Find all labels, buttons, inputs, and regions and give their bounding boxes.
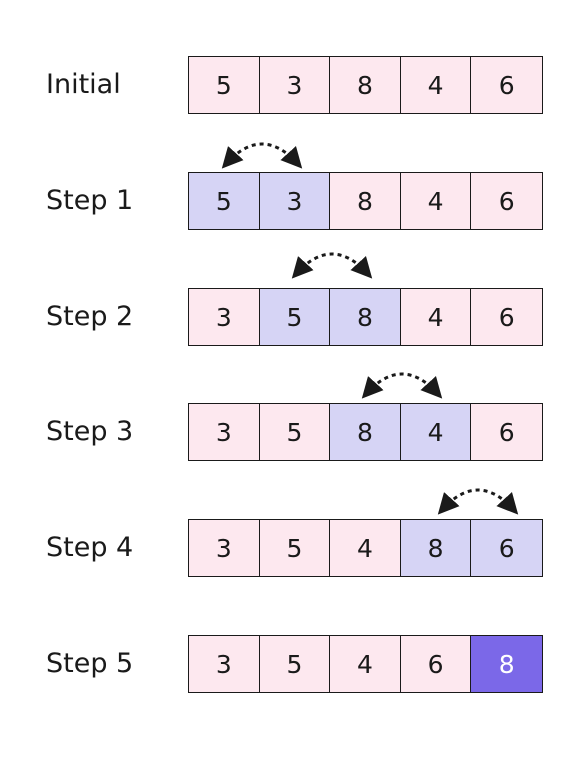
row-step-1: Step 1 5 3 8 4 6 (0, 172, 586, 230)
array-cell: 4 (400, 173, 472, 229)
array: 3 5 4 6 8 (188, 635, 543, 693)
array-cell: 3 (189, 636, 260, 692)
swap-arrow-step-3 (361, 372, 443, 399)
array-cell: 6 (471, 289, 542, 345)
array-cell: 8 (330, 289, 401, 345)
array-cell: 5 (259, 520, 331, 576)
array-cell: 5 (259, 636, 331, 692)
array-cell: 5 (189, 173, 260, 229)
row-initial: Initial 5 3 8 4 6 (0, 56, 586, 114)
array-cell: 4 (400, 289, 472, 345)
row-label: Initial (46, 69, 121, 100)
array-cell: 3 (189, 404, 260, 460)
array-cell: 3 (259, 173, 331, 229)
row-label: Step 5 (46, 648, 134, 679)
array-cell: 8 (400, 520, 472, 576)
row-step-4: Step 4 3 5 4 8 6 (0, 519, 586, 577)
array-cell: 4 (400, 404, 472, 460)
array-cell: 6 (400, 636, 472, 692)
swap-arrow-step-2 (291, 252, 373, 279)
row-step-2: Step 2 3 5 8 4 6 (0, 288, 586, 346)
row-step-3: Step 3 3 5 8 4 6 (0, 403, 586, 461)
array: 3 5 8 4 6 (188, 288, 543, 346)
array-cell: 5 (259, 404, 331, 460)
swap-arrow-step-1 (221, 142, 303, 169)
array-cell: 6 (471, 57, 542, 113)
array-cell: 3 (189, 520, 260, 576)
array-cell: 6 (471, 520, 542, 576)
array: 5 3 8 4 6 (188, 172, 543, 230)
row-label: Step 2 (46, 301, 134, 332)
array-cell: 6 (471, 173, 542, 229)
array-cell: 8 (330, 57, 401, 113)
row-label: Step 4 (46, 532, 134, 563)
row-label: Step 3 (46, 416, 134, 447)
row-label: Step 1 (46, 185, 134, 216)
array-cell: 4 (400, 57, 472, 113)
array-cell: 4 (330, 520, 401, 576)
array-cell: 5 (189, 57, 260, 113)
array-cell: 8 (330, 173, 401, 229)
array: 3 5 4 8 6 (188, 519, 543, 577)
row-step-5: Step 5 3 5 4 6 8 (0, 635, 586, 693)
array-cell: 3 (189, 289, 260, 345)
array-cell: 4 (330, 636, 401, 692)
array-cell: 8 (471, 636, 542, 692)
array-cell: 5 (259, 289, 331, 345)
array: 3 5 8 4 6 (188, 403, 543, 461)
array: 5 3 8 4 6 (188, 56, 543, 114)
array-cell: 3 (259, 57, 331, 113)
array-cell: 6 (471, 404, 542, 460)
array-cell: 8 (330, 404, 401, 460)
swap-arrow-step-4 (437, 488, 519, 515)
